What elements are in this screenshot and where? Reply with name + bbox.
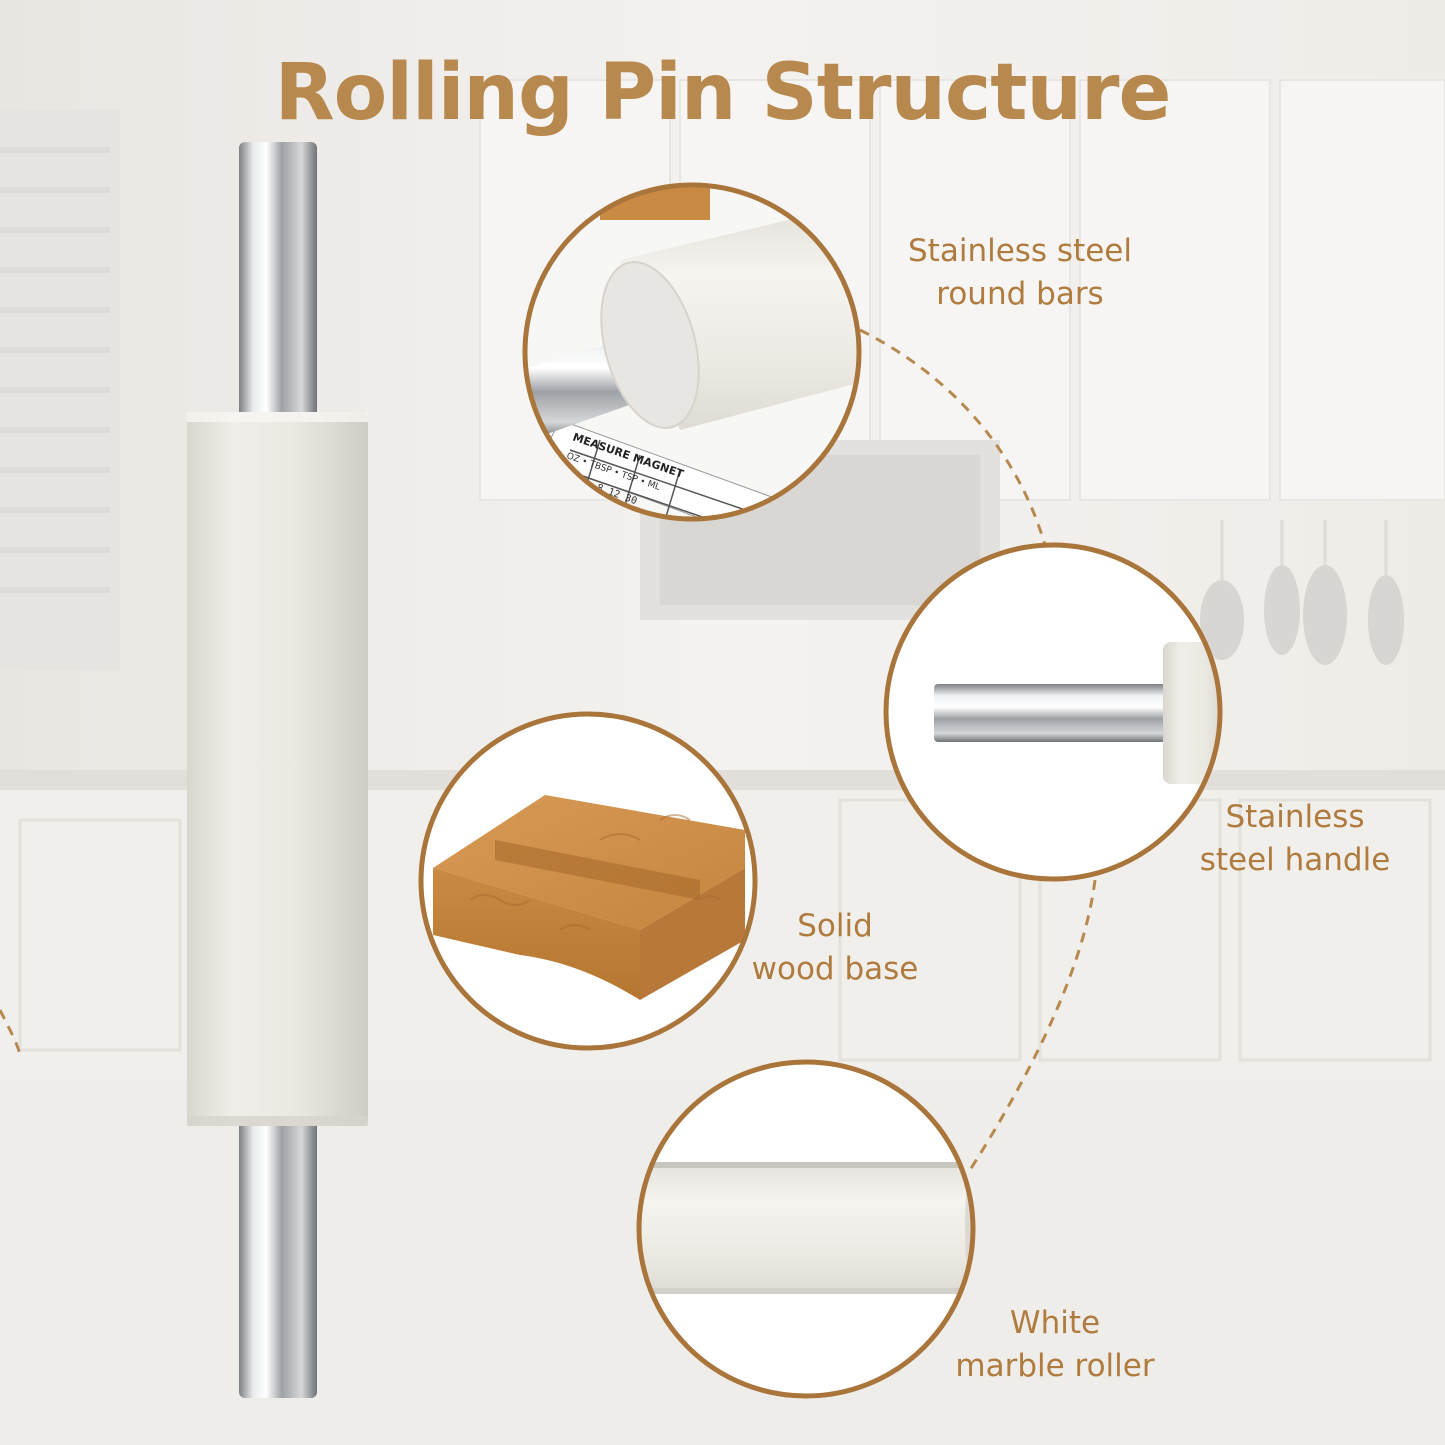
callout-line: marble roller bbox=[955, 1348, 1155, 1384]
dashed-connector bbox=[859, 328, 1097, 1171]
callout-line: Stainless steel bbox=[908, 233, 1132, 269]
dashed-connector-left bbox=[0, 1009, 22, 1056]
top-handle-bar bbox=[239, 142, 317, 420]
detail-wood-base bbox=[418, 711, 758, 1051]
callout-line: Stainless bbox=[1225, 799, 1365, 835]
callout-line: Solid bbox=[797, 908, 873, 944]
callout-line: round bars bbox=[936, 276, 1104, 312]
bottom-handle-bar bbox=[239, 1120, 317, 1398]
page-title: Rolling Pin Structure bbox=[274, 48, 1172, 138]
callout-wood-base: Solid wood base bbox=[720, 905, 950, 991]
callout-line: White bbox=[1009, 1305, 1101, 1341]
callout-marble-roller: White marble roller bbox=[930, 1302, 1180, 1388]
detail-handle bbox=[883, 542, 1223, 882]
detail-marble-roller bbox=[636, 1059, 976, 1399]
callout-line: wood base bbox=[751, 951, 919, 987]
callout-line: steel handle bbox=[1199, 842, 1391, 878]
marble-roller bbox=[187, 412, 368, 1126]
callout-round-bars: Stainless steel round bars bbox=[880, 230, 1160, 316]
callout-handle: Stainless steel handle bbox=[1165, 796, 1425, 882]
detail-round-bars: 8 12 30 10.6 32 158 bbox=[522, 182, 862, 522]
rolling-pin bbox=[187, 142, 368, 1398]
